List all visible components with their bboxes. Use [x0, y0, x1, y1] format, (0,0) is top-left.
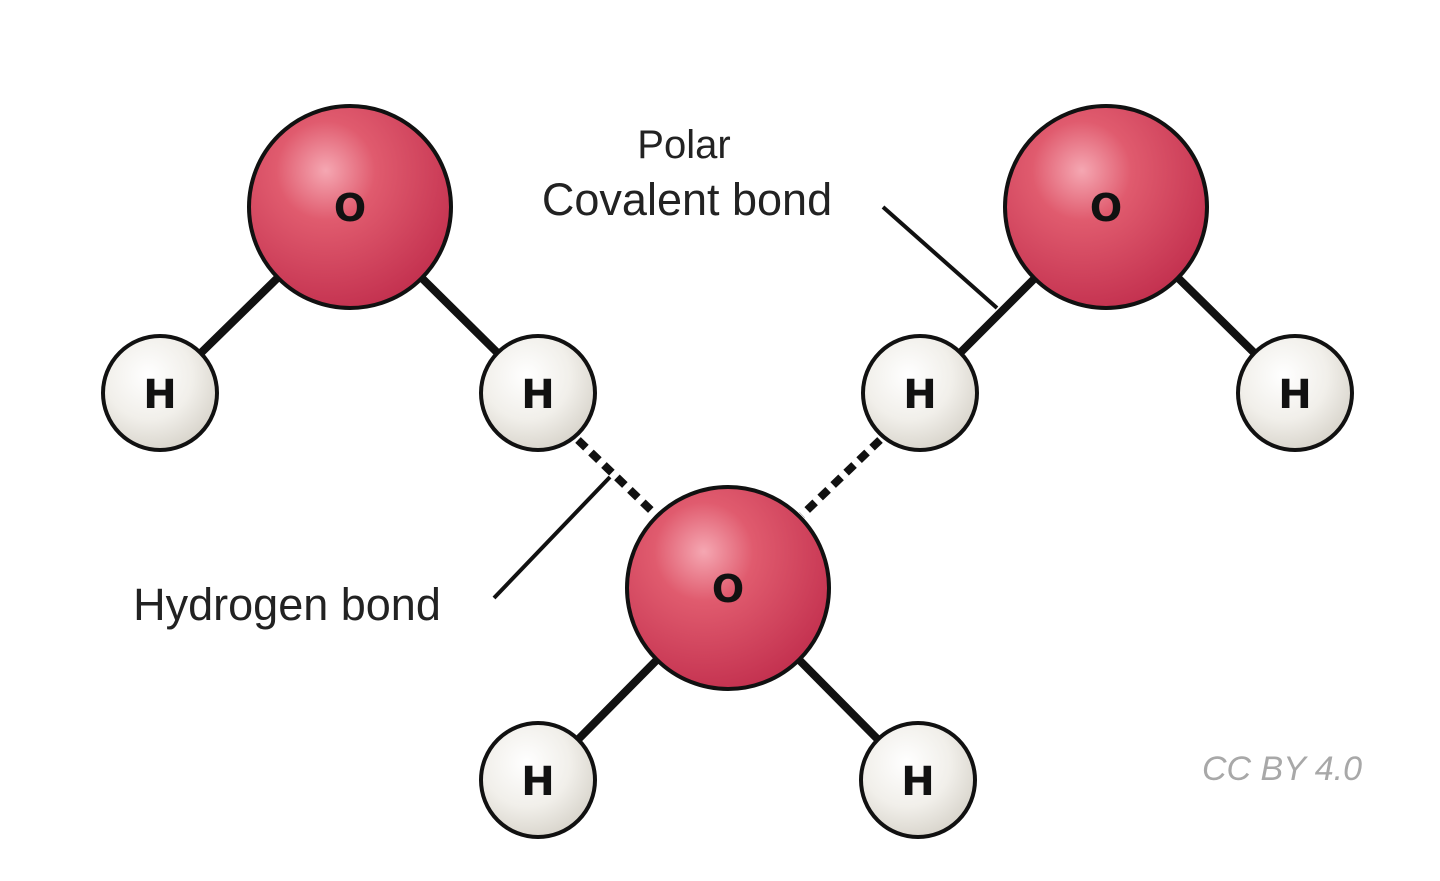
leader-lines: [492, 205, 999, 600]
hydrogen-bond-right: [799, 437, 883, 518]
hydrogen-bond-leader-line: [492, 475, 612, 600]
hydrogen-bonds: [575, 437, 883, 518]
hydrogen-bond-left: [575, 437, 659, 518]
hydrogen-atom: H: [101, 334, 219, 452]
atom-symbol: H: [903, 372, 936, 418]
oxygen-atom-left: O: [247, 104, 453, 310]
atom-symbol: H: [143, 372, 176, 418]
polar-label: Polar: [637, 123, 730, 167]
atom-symbol: H: [521, 372, 554, 418]
oxygen-atom-right: O: [1003, 104, 1209, 310]
hydrogen-bond-label: Hydrogen bond: [133, 579, 441, 630]
atom-symbol: O: [1090, 186, 1122, 230]
atom-symbol: H: [1278, 372, 1311, 418]
atom-symbol: H: [521, 759, 554, 805]
hydrogen-atom: H: [1236, 334, 1354, 452]
atom-symbol: O: [712, 567, 744, 611]
license-text: CC BY 4.0: [1202, 750, 1362, 788]
hydrogen-atom: H: [479, 721, 597, 839]
covalent-bond-label: Covalent bond: [542, 174, 832, 225]
hydrogen-atom: H: [861, 334, 979, 452]
polar-covalent-leader-line: [881, 205, 999, 310]
hydrogen-atom: H: [479, 334, 597, 452]
oxygen-atom-center: O: [625, 485, 831, 691]
atom-symbol: H: [901, 759, 934, 805]
hydrogen-atom: H: [859, 721, 977, 839]
atom-symbol: O: [334, 186, 366, 230]
